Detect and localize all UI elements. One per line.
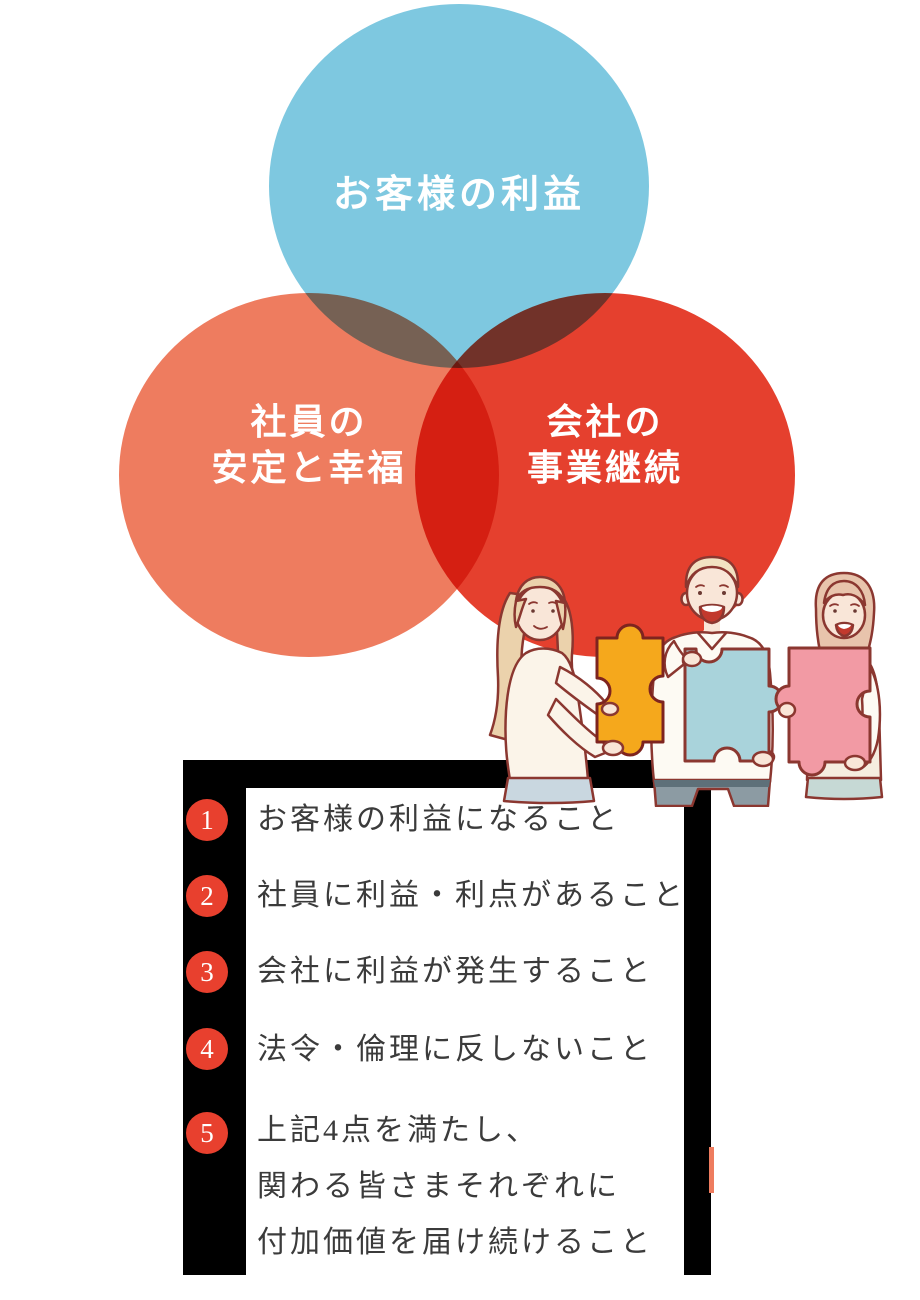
company-continuity-label: 会社の 事業継続: [455, 399, 755, 491]
principle-2-badge: 2: [186, 875, 228, 917]
frame-side-accent: [709, 1147, 714, 1193]
puzzle-piece-pink: [774, 646, 872, 777]
principle-3-text: 会社に利益が発生すること: [257, 955, 653, 988]
principle-5-badge: 5: [186, 1112, 228, 1154]
company-label-line1: 会社の: [546, 401, 664, 442]
principle-4-text: 法令・倫理に反しないこと: [257, 1033, 653, 1066]
puzzle-piece-blue: [683, 647, 784, 763]
principle-2-text: 社員に利益・利点があること: [257, 879, 686, 912]
company-label-line2: 事業継続: [526, 447, 683, 488]
principle-5-text: 上記4点を満たし、 関わる皆さまそれぞれに 付加価値を届け続けること: [257, 1103, 653, 1271]
employee-stability-label: 社員の 安定と幸福: [159, 399, 459, 491]
principle-5-line1: 上記4点を満たし、: [257, 1114, 539, 1147]
principle-5-line2: 関わる皆さまそれぞれに: [257, 1170, 620, 1203]
customer-benefit-label: お客様の利益: [332, 174, 585, 216]
employee-label-line2: 安定と幸福: [211, 447, 407, 488]
employee-label-line1: 社員の: [250, 401, 368, 442]
hands: [600, 650, 867, 772]
principle-4-badge: 4: [186, 1028, 228, 1070]
principle-3-badge: 3: [186, 951, 228, 993]
principle-1-badge: 1: [186, 799, 228, 841]
woman-left: [488, 575, 612, 805]
three-people-puzzle-illustration: [488, 555, 884, 807]
puzzle-piece-yellow: [595, 623, 665, 757]
principles-panel: [246, 788, 684, 1275]
principle-1-text: お客様の利益になること: [257, 803, 620, 836]
principle-5-line3: 付加価値を届け続けること: [257, 1226, 653, 1259]
